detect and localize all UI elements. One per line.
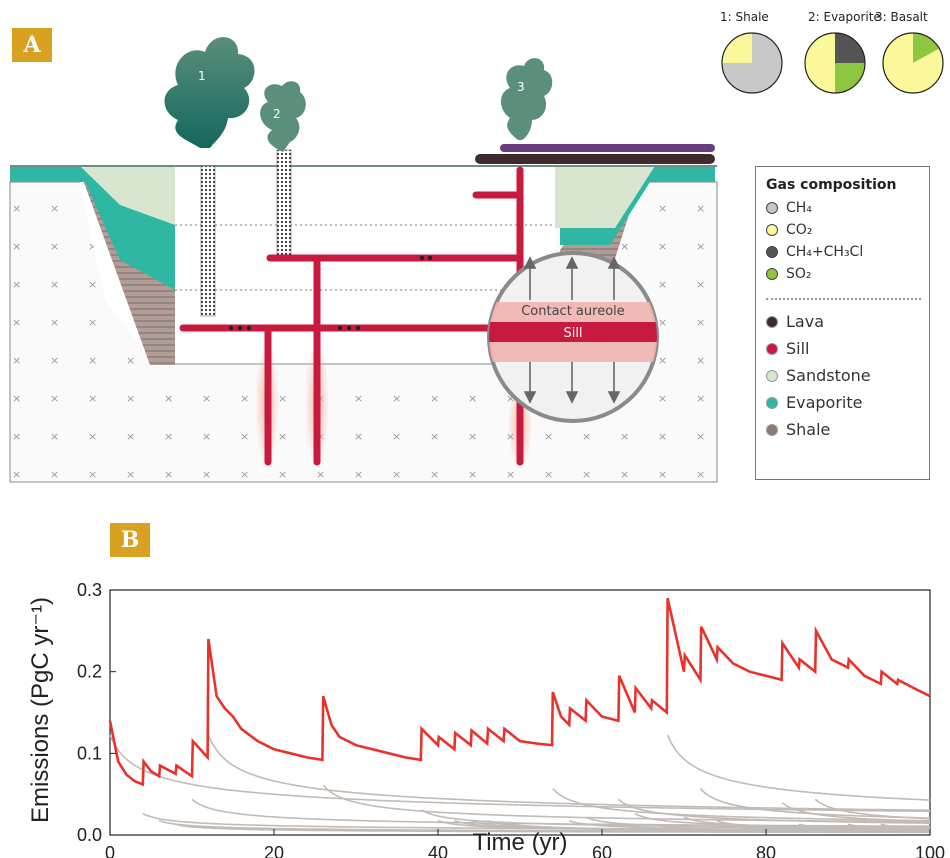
- emissions-chart: 0 20 40 60 80 100 0.0 0.1 0.2 0.3 Time (yr) Emiss…: [27, 580, 945, 858]
- pie-1-slice-2: [722, 33, 752, 63]
- decay-curve: [798, 823, 930, 832]
- gas-composition-legend: Gas composition CH₄ CO₂ CH₄+CH₃Cl SO₂ La…: [755, 166, 930, 480]
- legend-item-sill: Sill: [766, 339, 810, 358]
- legend-title: Gas composition: [766, 177, 897, 193]
- conduit-2: [276, 149, 292, 259]
- decay-curve: [651, 823, 930, 833]
- plot-frame: [109, 589, 931, 836]
- pie-3-outline: [882, 32, 944, 94]
- decay-curve: [897, 827, 931, 832]
- lava-flow: [475, 154, 715, 164]
- decay-curve: [109, 734, 930, 813]
- pie-label-basalt: 3: Basalt: [875, 10, 928, 24]
- decay-curves: [109, 734, 931, 834]
- pie-2-slice-3: [805, 33, 835, 93]
- legend-item-ch4-ch3cl: CH₄+CH₃Cl: [766, 244, 863, 260]
- gas-plume-2: 2: [260, 81, 306, 152]
- legend-item-evaporite: Evaporite: [766, 393, 862, 412]
- decay-curve: [552, 788, 931, 822]
- pie-label-shale: 1: Shale: [720, 10, 769, 24]
- geology-cross-section: ×: [9, 32, 944, 483]
- decay-curve: [880, 823, 931, 830]
- x-tick-label: 20: [264, 843, 284, 858]
- decay-curve: [175, 823, 930, 834]
- gas-plume-3: 3: [501, 58, 553, 140]
- decay-curve: [814, 798, 931, 820]
- legend-item-lava: Lava: [766, 312, 824, 331]
- gas-pies: [721, 32, 944, 94]
- pie-label-evaporite: 2: Evaporite: [808, 10, 881, 24]
- legend-item-co2: CO₂: [766, 222, 812, 238]
- decay-curve: [666, 734, 931, 801]
- y-axis-label: Emissions (PgC yr⁻¹): [27, 597, 54, 823]
- x-tick-label: 80: [756, 843, 776, 858]
- x-tick-label: 100: [915, 843, 945, 858]
- x-tick-label: 60: [592, 843, 612, 858]
- x-tick-label: 0: [105, 843, 115, 858]
- decay-curve: [781, 802, 931, 823]
- y-tick-label: 0.2: [77, 662, 102, 682]
- sandstone-layer: [80, 166, 175, 225]
- pie-3-slice-2: [883, 33, 943, 93]
- svg-text:2: 2: [273, 107, 281, 121]
- panel-b-badge: B: [110, 523, 150, 557]
- conduit-1: [200, 165, 216, 317]
- y-tick-label: 0.1: [77, 743, 102, 763]
- legend-separator: [766, 298, 921, 300]
- panel-a-badge: A: [12, 28, 52, 62]
- pie-2-slice-1: [835, 33, 865, 63]
- legend-item-sandstone: Sandstone: [766, 366, 871, 385]
- pie-1-outline: [721, 32, 783, 94]
- svg-text:3: 3: [517, 80, 525, 94]
- decay-curve: [617, 798, 930, 825]
- gas-plume-1: 1: [164, 37, 255, 149]
- axes: 0 20 40 60 80 100 0.0 0.1 0.2 0.3: [77, 580, 945, 858]
- x-axis-label: Time (yr): [472, 829, 567, 856]
- legend-item-shale: Shale: [766, 420, 830, 439]
- legend-item-so2: SO₂: [766, 266, 812, 282]
- legend-item-ch4: CH₄: [766, 200, 812, 216]
- emissions-series-line: [108, 597, 931, 787]
- svg-text:1: 1: [198, 69, 206, 83]
- pie-2-outline: [804, 32, 866, 94]
- aureole-label: Contact aureole: [521, 304, 625, 319]
- panel-a: A ×: [9, 10, 944, 483]
- pie-2-slice-2: [835, 63, 865, 93]
- y-tick-label: 0.0: [77, 825, 102, 845]
- contact-aureole-inset: Contact aureole Sill: [487, 251, 659, 423]
- y-tick-label: 0.3: [77, 580, 102, 600]
- sill-inset-label: Sill: [563, 326, 582, 341]
- x-tick-label: 40: [428, 843, 448, 858]
- panel-b: B 0 20 40 60 80 100 0.0 0.1 0.2 0.3 Time (yr) Emi…: [0, 510, 950, 858]
